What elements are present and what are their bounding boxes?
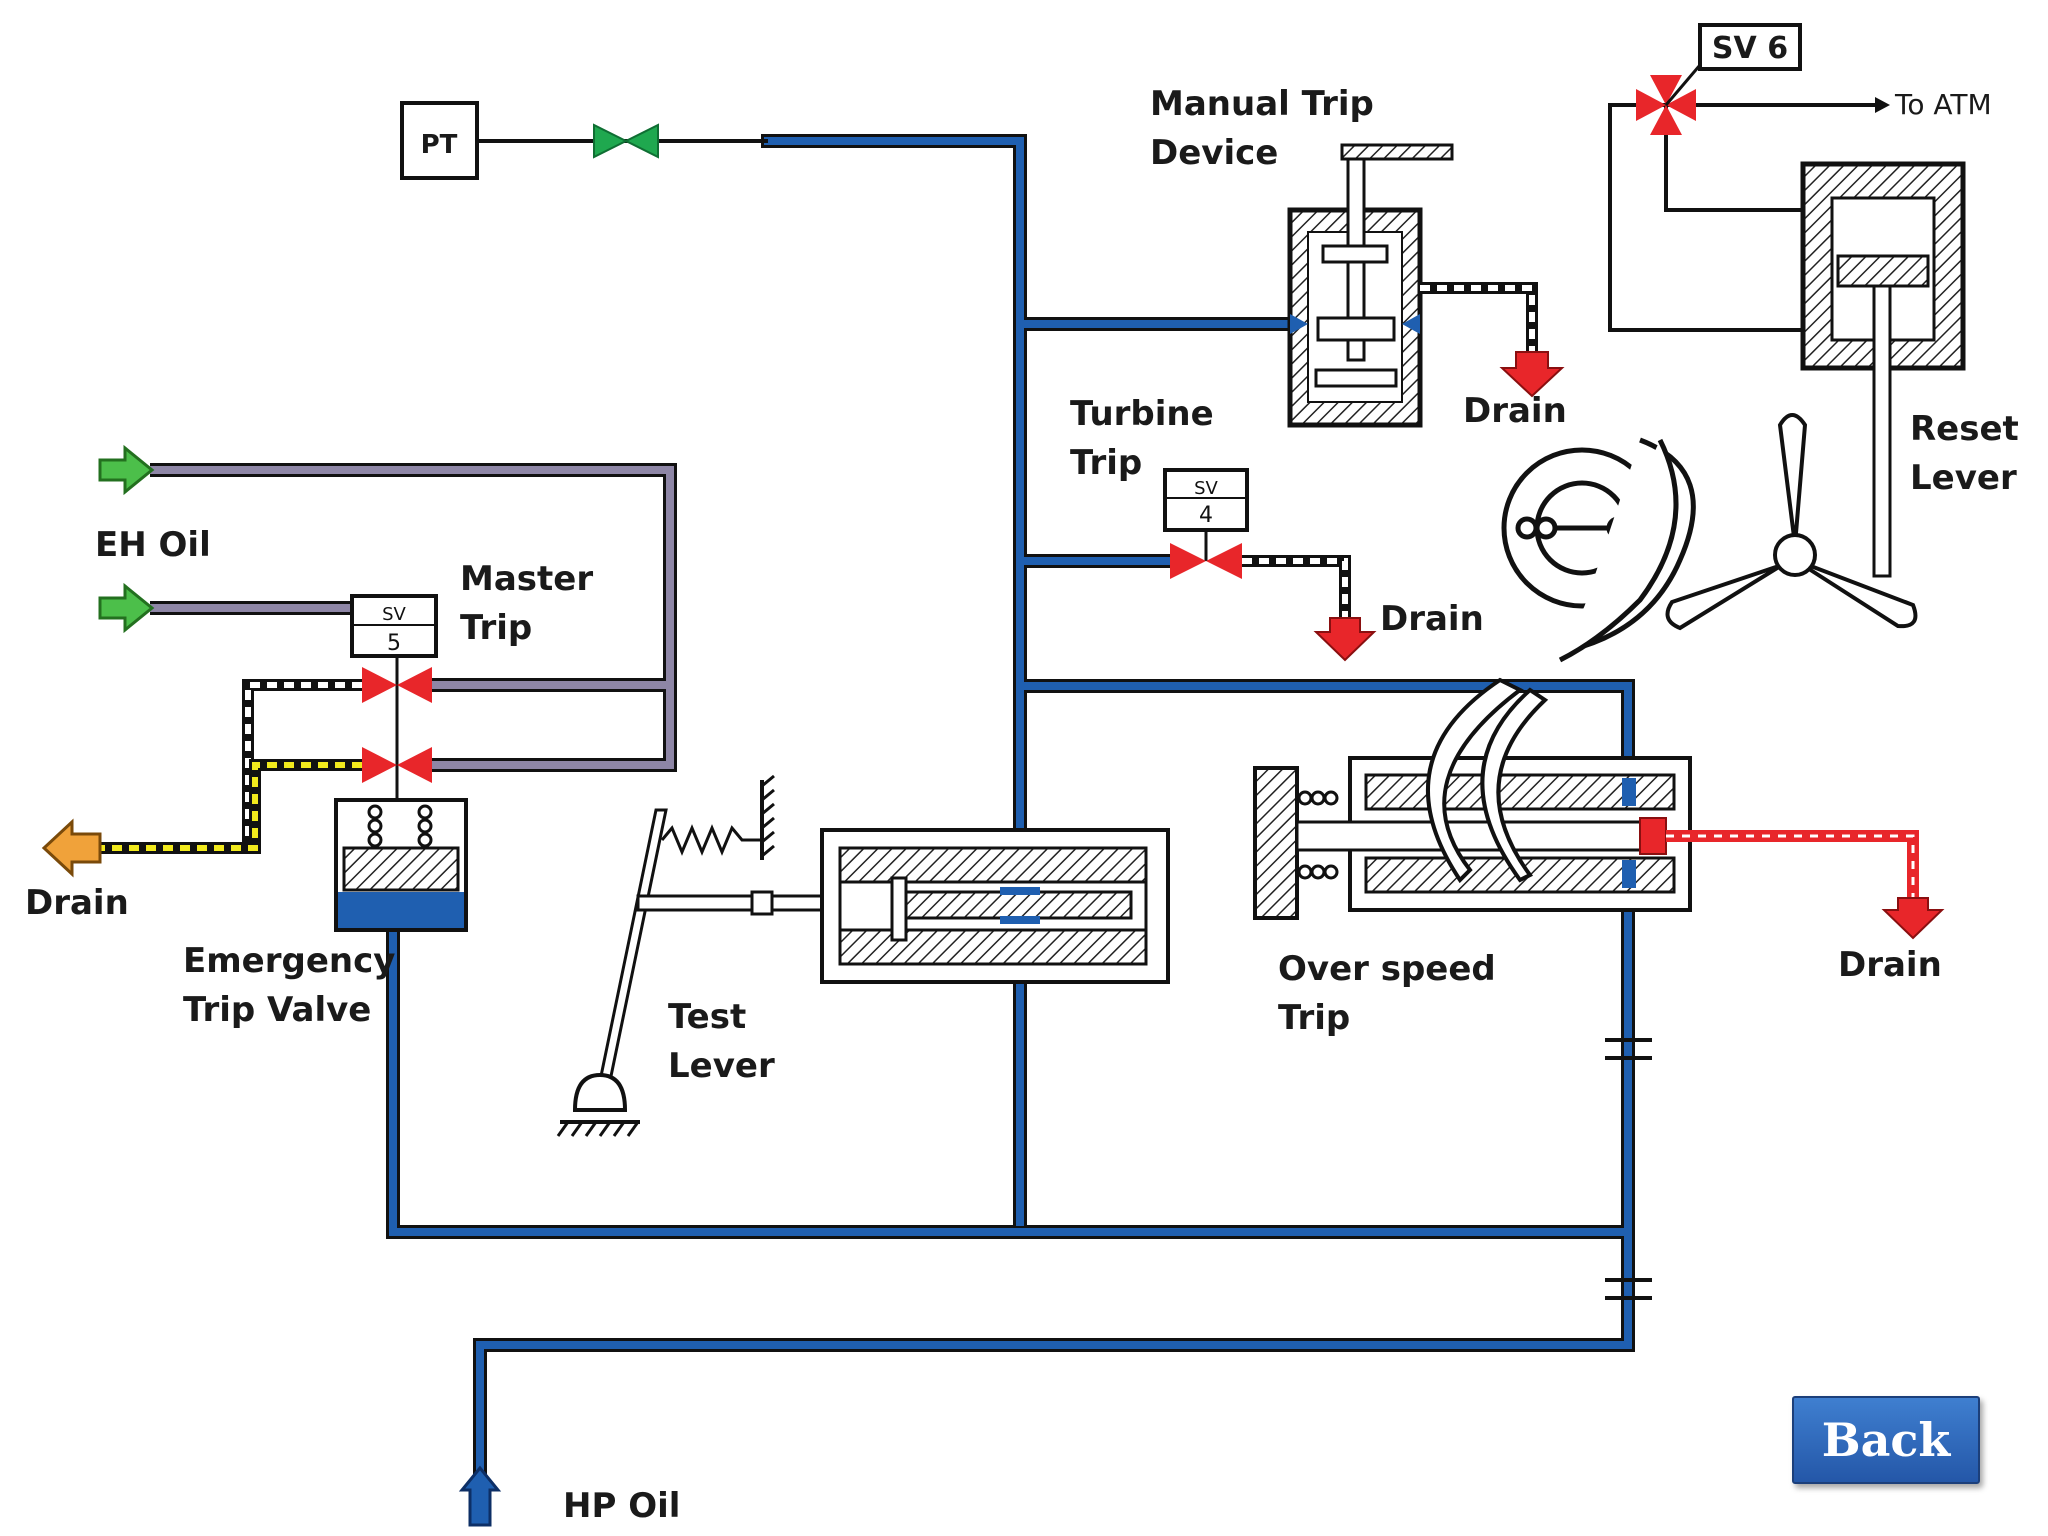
turbine-trip-label: Turbine [1070, 394, 1214, 434]
test-lever-label: Test [668, 997, 746, 1037]
hp-oil-label: HP Oil [563, 1486, 680, 1526]
eh-oil-arrow-icon [98, 444, 155, 496]
overspeed-trip-label: Over speed [1278, 949, 1496, 989]
emergency-drain-line [100, 759, 362, 854]
turbine-trip-drain-line [1242, 555, 1351, 625]
orifice-marks [1605, 1038, 1652, 1300]
manual-trip-drain-line [1420, 282, 1538, 360]
to-atm-arrow-icon [1875, 97, 1890, 113]
eh-oil-piping [150, 463, 677, 772]
reset-lever-label: Reset [1910, 409, 2019, 449]
turbine-trip-label: Trip [1070, 443, 1142, 483]
svg-text:5: 5 [387, 631, 401, 656]
svg-text:PT: PT [421, 130, 458, 160]
sv5-tag: SV 5 [350, 594, 438, 658]
to-atm-label: To ATM [1894, 88, 1992, 121]
master-trip-label: Master [460, 559, 593, 599]
diagram-labels: Manual Trip Device To ATM Reset Lever Tu… [25, 84, 2019, 1526]
manual-trip-label: Device [1150, 133, 1278, 173]
sv4-valve-icon [1170, 543, 1242, 579]
svg-text:4: 4 [1199, 503, 1213, 528]
drain-label: Drain [1463, 391, 1567, 431]
emergency-trip-valve [334, 798, 468, 932]
manual-trip-device [1287, 143, 1454, 428]
drain-arrow-icon [41, 818, 102, 878]
drain-arrow-icon [1313, 617, 1377, 662]
svg-text:SV: SV [382, 604, 406, 625]
sv6-tag: SV 6 [1698, 23, 1802, 71]
overspeed-trip-valve [1253, 677, 1692, 920]
eh-oil-label: EH Oil [95, 525, 211, 565]
test-lever-label: Lever [668, 1046, 775, 1086]
svg-text:SV 6: SV 6 [1712, 31, 1788, 66]
reset-lever-label: Lever [1910, 458, 2017, 498]
emergency-trip-valve-label: Emergency [183, 941, 395, 981]
drain-arrow-icon [1881, 897, 1945, 940]
overspeed-trip-label: Trip [1278, 998, 1350, 1038]
drain-arrow-icon [1499, 351, 1565, 398]
sv6-leader [1664, 64, 1702, 106]
master-trip-valve-icon [362, 747, 432, 783]
reset-lever [1665, 413, 1918, 631]
manual-trip-label: Manual Trip [1150, 84, 1374, 124]
overspeed-governor-wheel [1501, 437, 1696, 663]
drain-label: Drain [25, 883, 129, 923]
eh-oil-arrow-icon [98, 582, 155, 634]
pressure-transmitter: PT [400, 101, 479, 180]
hp-oil-arrow-icon [458, 1465, 502, 1527]
overspeed-drain-line [1666, 830, 1919, 905]
master-trip-valve-icon [362, 667, 432, 703]
reset-cylinder [1800, 161, 1966, 578]
master-trip-label: Trip [460, 608, 532, 648]
hp-oil-piping [386, 134, 1635, 1477]
sv4-tag: SV 4 [1163, 468, 1249, 532]
test-valve [820, 828, 1170, 984]
isolation-valve-icon [593, 123, 659, 159]
back-button[interactable]: Back [1792, 1396, 1980, 1484]
svg-text:SV: SV [1194, 478, 1218, 499]
sv6-valve-icon [1636, 75, 1696, 135]
drain-label: Drain [1380, 599, 1484, 639]
drain-label: Drain [1838, 945, 1942, 985]
emergency-trip-valve-label: Trip Valve [183, 990, 371, 1030]
